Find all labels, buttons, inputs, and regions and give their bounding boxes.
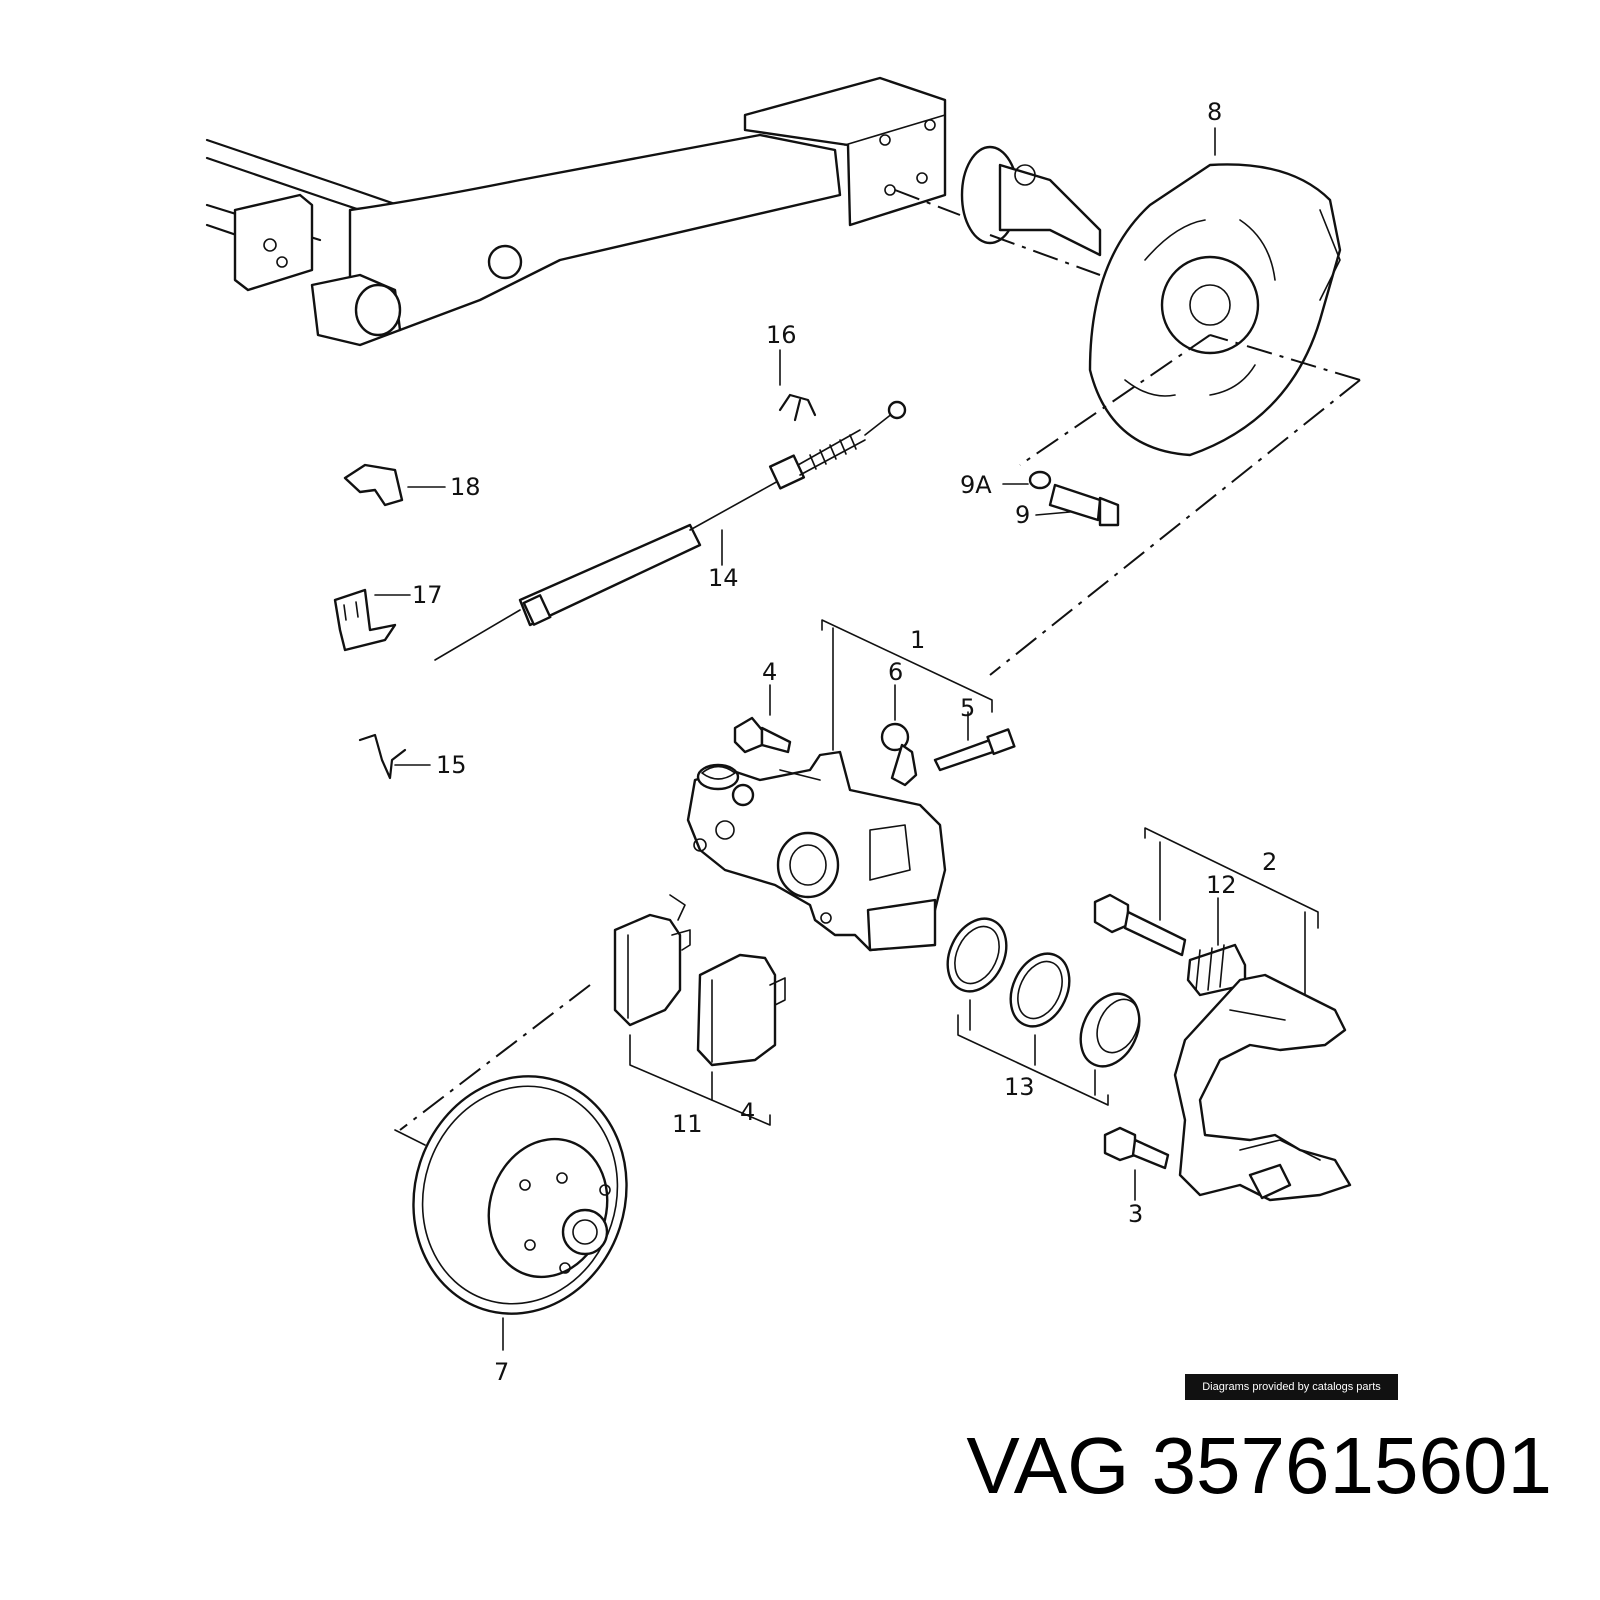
brake-caliper-body: [686, 750, 947, 952]
callout-6: 6: [888, 658, 903, 686]
callout-11: 11: [672, 1110, 703, 1138]
callout-7: 7: [494, 1358, 509, 1386]
callout-12: 12: [1206, 871, 1237, 899]
callout-4-bolt: 4: [762, 658, 777, 686]
spring-15: [358, 733, 431, 780]
rear-axle-beam: [205, 76, 961, 347]
dust-cap-6: [880, 684, 918, 787]
caliper-group-bracket: [821, 619, 993, 751]
bracket-17: [333, 588, 411, 652]
bleeder-valve-5: [933, 711, 1016, 772]
part-number-title: VAG 357615601: [966, 1421, 1552, 1510]
callout-4-pad: 4: [740, 1098, 755, 1126]
clip-18: [343, 463, 446, 507]
callout-8: 8: [1207, 98, 1222, 126]
callout-13: 13: [1004, 1073, 1035, 1101]
callout-9: 9: [1015, 501, 1030, 529]
callout-15: 15: [436, 751, 467, 779]
callout-2: 2: [1262, 848, 1277, 876]
stub-axle: [960, 145, 1102, 276]
diagram-credit-badge: Diagrams provided by catalogs parts: [1185, 1374, 1398, 1400]
callout-9a: 9A: [960, 471, 992, 499]
callout-17: 17: [412, 581, 443, 609]
caliper-bolt-4: [733, 684, 792, 754]
brake-disc: [412, 1075, 628, 1351]
brake-pads: [613, 894, 786, 1126]
brake-backing-plate: [1088, 127, 1342, 457]
callout-labels: 1 2 3 4 4 5 6 7 8 9 9A 11 12 13 14 15 16…: [412, 98, 1277, 1386]
caliper-carrier: [1173, 973, 1352, 1202]
callout-3: 3: [1128, 1200, 1143, 1228]
guide-bolt-and-boot: [1093, 827, 1319, 997]
callout-5: 5: [960, 694, 975, 722]
callout-14: 14: [708, 564, 739, 592]
clip-16: [778, 349, 817, 422]
callout-16: 16: [766, 321, 797, 349]
assembly-lines: [394, 334, 1361, 1146]
callout-1: 1: [910, 626, 925, 654]
handbrake-cable: [434, 400, 907, 661]
bolt-9: [1002, 470, 1120, 527]
callout-18: 18: [450, 473, 481, 501]
piston-seal-kit: [946, 917, 1141, 1106]
carrier-bolt-3: [1103, 1126, 1170, 1201]
